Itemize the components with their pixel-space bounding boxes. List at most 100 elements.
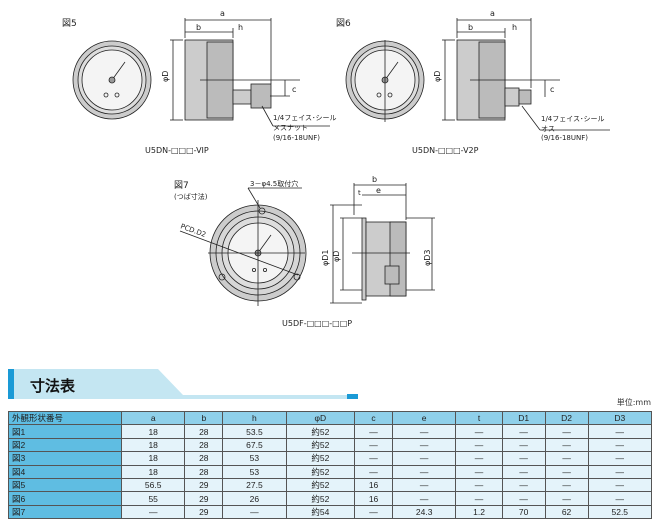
fig7-sublabel: (つば寸法)	[174, 192, 208, 201]
fig6-note-3: (9/16-18UNF)	[541, 134, 588, 142]
row-header: 図6	[8, 491, 122, 506]
row-header: 図3	[8, 451, 122, 466]
table-cell: —	[501, 491, 546, 506]
fig6-dim-c: c	[550, 85, 554, 94]
col-header: a	[120, 410, 186, 426]
table-cell: 53.5	[222, 424, 287, 439]
fig6-dim-d: φD	[433, 71, 442, 82]
table-cell: —	[222, 504, 287, 520]
fig7-dim-e: e	[376, 186, 381, 195]
fig6-side-view	[442, 18, 610, 131]
unit-label: 単位:mm	[616, 398, 651, 407]
table-cell: 約52	[285, 477, 356, 493]
table-cell: 18	[120, 464, 186, 479]
table-cell: —	[455, 477, 503, 493]
table-cell: 53	[222, 464, 287, 479]
row-header: 図2	[8, 437, 122, 453]
table-cell: —	[501, 464, 546, 479]
col-header: h	[222, 410, 287, 426]
col-header: b	[184, 410, 224, 426]
table-cell: —	[455, 464, 503, 479]
table-cell: 24.3	[391, 504, 457, 520]
table-cell: 29	[184, 491, 224, 506]
table-cell: —	[587, 491, 653, 506]
table-cell: 28	[184, 424, 224, 439]
table-cell: —	[544, 491, 589, 506]
col-header: φD	[285, 410, 356, 426]
col-header: 外観形状番号	[8, 410, 122, 426]
table-cell: 約52	[285, 437, 356, 453]
table-cell: —	[354, 424, 393, 439]
table-cell: —	[587, 464, 653, 479]
table-header-row: 外観形状番号 a b h φD c e t D1 D2 D3	[8, 410, 653, 426]
table-cell: —	[391, 477, 457, 493]
fig7-dim-b: b	[372, 175, 377, 184]
table-cell: 53	[222, 451, 287, 466]
table-cell: —	[455, 451, 503, 466]
table-cell: 16	[354, 491, 393, 506]
table-cell: 28	[184, 437, 224, 453]
table-cell: —	[501, 451, 546, 466]
col-header: e	[391, 410, 457, 426]
row-header: 図7	[8, 504, 122, 520]
section-title: 寸法表	[30, 377, 76, 395]
table-cell: —	[544, 451, 589, 466]
fig7-dim-d3: φD3	[423, 249, 432, 266]
table-cell: —	[391, 424, 457, 439]
table-cell: —	[587, 424, 653, 439]
fig6-note-2: オス	[541, 125, 555, 133]
table-cell: 29	[184, 504, 224, 520]
table-cell: 56.5	[120, 477, 186, 493]
col-header: D1	[501, 410, 546, 426]
table-cell: —	[391, 437, 457, 453]
row-header: 図1	[8, 424, 122, 439]
table-cell: 26	[222, 491, 287, 506]
fig5-dim-d: φD	[161, 71, 170, 82]
table-cell: —	[587, 437, 653, 453]
table-cell: —	[354, 504, 393, 520]
fig5-dim-a: a	[220, 9, 225, 18]
fig6-dim-b: b	[468, 23, 473, 32]
fig7-side-view	[330, 183, 435, 304]
table-cell: —	[544, 424, 589, 439]
table-cell: —	[391, 491, 457, 506]
table-cell: 29	[184, 477, 224, 493]
section-header: 寸法表	[8, 369, 358, 399]
fig6-label: 図6	[336, 18, 351, 29]
fig6-dim-h: h	[512, 23, 517, 32]
fig5-note-3: (9/16-18UNF)	[273, 134, 320, 142]
fig7-label: 図7	[174, 180, 189, 191]
row-header: 図4	[8, 464, 122, 479]
table-cell: —	[354, 464, 393, 479]
fig7-dim-t: t	[358, 189, 361, 197]
table-cell: —	[501, 437, 546, 453]
table-cell: —	[544, 464, 589, 479]
row-header: 図5	[8, 477, 122, 493]
table-cell: —	[587, 477, 653, 493]
fig5-dim-c: c	[292, 85, 296, 94]
table-cell: —	[455, 437, 503, 453]
table-cell: —	[391, 451, 457, 466]
fig7-model: U5DF-□□□-□□P	[282, 319, 352, 328]
fig7-front-view	[179, 187, 307, 306]
table-cell: —	[120, 504, 186, 520]
fig5-dim-h: h	[238, 23, 243, 32]
fig5-dim-b: b	[196, 23, 201, 32]
fig7-dim-d1: φD1	[321, 249, 330, 266]
fig5-front-view	[72, 40, 152, 120]
table-cell: 18	[120, 424, 186, 439]
table-cell: 52.5	[587, 504, 653, 520]
col-header: D2	[544, 410, 589, 426]
table-cell: —	[455, 491, 503, 506]
fig5-model: U5DN-□□□-VIP	[145, 146, 209, 155]
fig5-label: 図5	[62, 18, 77, 29]
table-cell: 約52	[285, 491, 356, 506]
table-cell: 約52	[285, 451, 356, 466]
fig5-note-1: 1/4フェイス･シール	[273, 114, 337, 122]
fig7-dim-d: φD	[332, 251, 341, 262]
table-cell: 16	[354, 477, 393, 493]
